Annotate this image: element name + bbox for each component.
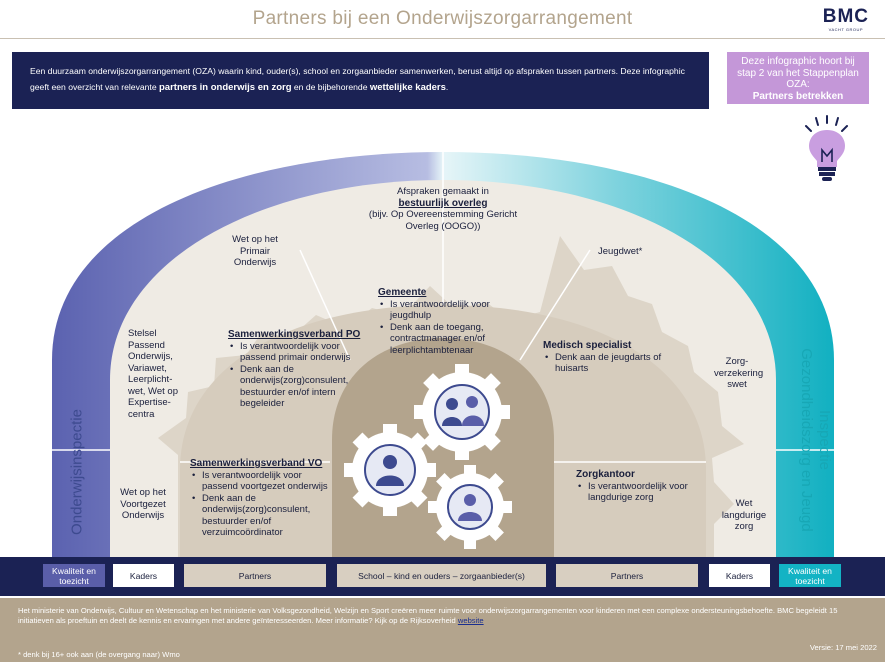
partner-medisch-item: Denk aan de jeugdarts of huisarts [543, 352, 673, 375]
legend-center: School – kind en ouders – zorgaanbieder(… [337, 564, 546, 587]
legend-partners-right: Partners [556, 564, 698, 587]
intro-box: Een duurzaam onderwijszorgarrangement (O… [12, 52, 709, 109]
partner-zorgkantoor-title: Zorgkantoor [576, 469, 635, 480]
kader-afspraken-line-1: Afspraken gemaakt in [397, 186, 489, 197]
gear-bottom [428, 465, 512, 549]
kader-stelsel: Stelsel Passend Onderwijs, Variawet, Lee… [128, 328, 178, 420]
step-box-text: Deze infographic hoort bij stap 2 van he… [737, 56, 859, 90]
bmc-logo: BMC VACHT GROUP [822, 6, 869, 33]
intro-bold-2: wettelijke kaders [369, 82, 446, 93]
page-title: Partners bij een Onderwijszorgarrangemen… [252, 8, 633, 29]
partner-swv-vo-title: Samenwerkingsverband VO [190, 458, 323, 469]
version-label: Versie: 17 mei 2022 [809, 643, 877, 652]
partner-gemeente: Gemeente Is verantwoordelijk voor jeugdh… [378, 287, 518, 356]
partner-swv-vo: Samenwerkingsverband VO Is verantwoordel… [190, 458, 328, 539]
kader-wlz: Wet langdurige zorg [721, 498, 767, 532]
legend-kaders-right: Kaders [709, 564, 770, 587]
kader-wet-po: Wet op het Primair Onderwijs [232, 234, 278, 268]
legend-kaders-left: Kaders [113, 564, 174, 587]
partner-swv-po-item: Denk aan de onderwijs(zorg)consulent, be… [228, 364, 378, 410]
legend-kwaliteit-left: Kwaliteit en toezicht [43, 564, 105, 587]
footer-website-link[interactable]: website [457, 616, 484, 625]
lightbulb-icon [805, 115, 848, 181]
legend-kwaliteit-right: Kwaliteit en toezicht [779, 564, 841, 587]
partner-zorgkantoor-item: Is verantwoordelijk voor langdurige zorg [576, 481, 706, 504]
step-box: Deze infographic hoort bij stap 2 van he… [727, 52, 869, 104]
step-box-highlight: Partners betrekken [752, 90, 844, 102]
kader-afspraken-line-3: (bijv. Op Overeenstemming Gericht Overle… [368, 209, 518, 232]
kader-wet-vo: Wet op het Voortgezet Onderwijs [120, 487, 166, 521]
side-left-text: Onderwijsinspectie [68, 409, 86, 535]
footer-text: Het ministerie van Onderwijs, Cultuur en… [18, 606, 838, 625]
footer: Het ministerie van Onderwijs, Cultuur en… [0, 598, 885, 662]
kader-afspraken: Afspraken gemaakt in bestuurlijk overleg… [368, 186, 518, 232]
header-divider [0, 38, 885, 39]
kader-afspraken-line-2: bestuurlijk overleg [398, 197, 488, 209]
logo-text: BMC [822, 6, 869, 27]
partner-swv-po-item: Is verantwoordelijk voor passend primair… [228, 341, 378, 364]
intro-text-3: . [445, 82, 449, 92]
divider-right-diag [519, 249, 591, 361]
footnote: * denk bij 16+ ook aan (de overgang naar… [18, 650, 180, 659]
partner-swv-po-title: Samenwerkingsverband PO [228, 329, 361, 340]
logo-subtext: VACHT GROUP [828, 27, 864, 32]
gear-top [414, 364, 510, 460]
onderwijsinspectie-label: Onderwijsinspectie [62, 402, 92, 542]
partner-swv-vo-item: Denk aan de onderwijs(zorg)consulent, be… [190, 493, 328, 539]
intro-text-2: en de bijbehorende [291, 82, 370, 92]
partner-gemeente-item: Is verantwoordelijk voor jeugdhulp [378, 299, 518, 322]
partner-medisch: Medisch specialist Denk aan de jeugdarts… [543, 340, 673, 375]
partner-gemeente-item: Denk aan de toegang, contractmanager en/… [378, 322, 518, 357]
partner-zorgkantoor: Zorgkantoor Is verantwoordelijk voor lan… [576, 469, 706, 504]
side-right-line-2: Gezondheidszorg en Jeugd [798, 348, 815, 532]
intro-text-1: Een duurzaam onderwijszorgarrangement (O… [30, 66, 685, 92]
partner-swv-po: Samenwerkingsverband PO Is verantwoordel… [228, 329, 378, 410]
legend-partners-left: Partners [184, 564, 326, 587]
kader-zvw: Zorg-verzekering swet [714, 356, 764, 390]
gear-left [344, 424, 436, 516]
kader-jeugdwet: Jeugdwet* [598, 246, 643, 257]
partner-gemeente-title: Gemeente [378, 287, 427, 298]
intro-bold-1: partners in onderwijs en zorg [159, 82, 292, 93]
side-right-line-1: Inspectie [816, 409, 833, 471]
partner-swv-vo-item: Is verantwoordelijk voor passend voortge… [190, 470, 328, 493]
partner-medisch-title: Medisch specialist [543, 340, 632, 351]
